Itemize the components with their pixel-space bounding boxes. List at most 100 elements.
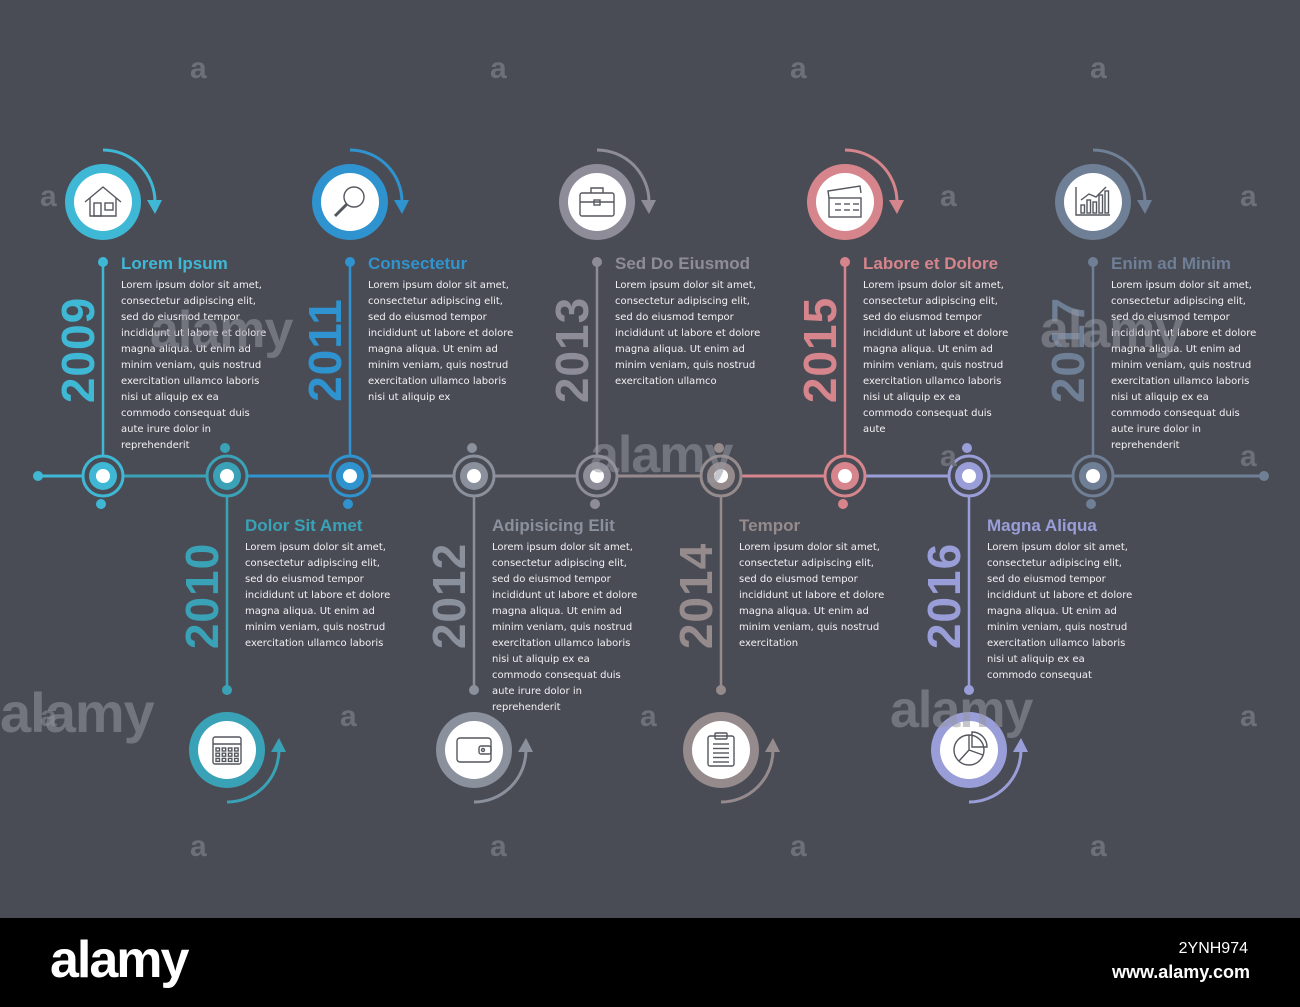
timeline-node-center [467,469,481,483]
watermark-letter: a [40,700,57,733]
footer-url: www.alamy.com [1111,962,1250,982]
timeline-diagram [33,148,1269,804]
milestone-stem-dot [840,257,850,267]
node-handle-dot [467,443,477,453]
cycle-arrow-icon [473,749,528,804]
icon-disc [445,721,503,779]
wallet-icon [456,737,492,763]
year-label: 2011 [299,298,351,402]
cycle-arrow-icon [596,148,651,203]
icon-disc [74,173,132,231]
milestone-description: Lorem ipsum dolor sit amet, consectetur … [739,542,885,649]
cycle-arrow-icon [720,749,775,804]
bar-chart-icon [1075,186,1110,216]
watermark-letter: a [1090,830,1107,863]
milestone-2015 [807,148,904,509]
year-label: 2014 [670,542,722,650]
watermark-word: alamy [890,681,1033,739]
timeline-node-center [962,469,976,483]
milestone-description: Lorem ipsum dolor sit amet, consectetur … [121,280,267,451]
year-label: 2012 [423,542,475,650]
pie-chart-icon [953,731,988,766]
watermark-word: alamy [150,301,293,359]
clipboard-icon [707,732,735,767]
watermark-letter: a [790,52,807,85]
milestone-title: Consectetur [368,254,468,273]
icon-disc [321,173,379,231]
footer-image-id: 2YNH974 [1178,940,1248,957]
icon-disc [816,173,874,231]
timeline-node-center [1086,469,1100,483]
milestone-title: Lorem Ipsum [121,254,228,273]
timeline-node-center [590,469,604,483]
milestone-stem-dot [592,257,602,267]
milestone-title: Dolor Sit Amet [245,516,363,535]
milestone-2009 [65,148,162,509]
year-label: 2009 [52,296,104,404]
timeline-node-center [220,469,234,483]
icon-disc [198,721,256,779]
timeline-start-dot [33,471,43,481]
year-label: 2016 [918,542,970,650]
arrow-head-icon [271,738,286,752]
arrow-head-icon [889,200,904,214]
arrow-head-icon [147,200,162,214]
timeline-node-center [96,469,110,483]
node-handle-dot [220,443,230,453]
year-label: 2010 [176,542,228,650]
milestone-stem-dot [222,685,232,695]
cycle-arrow-icon [844,148,899,203]
milestone-description: Lorem ipsum dolor sit amet, consectetur … [987,542,1133,681]
icon-disc [692,721,750,779]
watermark-letter: a [1090,52,1107,85]
year-label: 2013 [546,296,598,404]
node-handle-dot [96,499,106,509]
timeline-node-center [714,469,728,483]
watermark-letter: a [40,180,57,213]
watermark-word: alamy [1040,301,1183,359]
clapperboard-icon [827,185,862,218]
watermark-letter: a [1240,180,1257,213]
milestone-2017 [1055,148,1152,509]
watermark-letter: a [190,830,207,863]
milestone-2010 [189,443,286,804]
timeline-end-dot [1259,471,1269,481]
magnifier-icon [333,186,365,218]
timeline-node-center [838,469,852,483]
arrow-head-icon [1137,200,1152,214]
watermark-word: alamy [0,681,155,744]
milestone-2016 [931,443,1028,804]
milestone-2011 [312,148,409,509]
milestone-stem-dot [469,685,479,695]
arrow-head-icon [641,200,656,214]
watermark-letter: a [940,180,957,213]
milestone-stem-dot [716,685,726,695]
milestone-description: Lorem ipsum dolor sit amet, consectetur … [615,280,761,387]
node-handle-dot [590,499,600,509]
milestone-title: Enim ad Minim [1111,254,1231,273]
cycle-arrow-icon [226,749,281,804]
year-label: 2015 [794,296,846,404]
milestone-stem-dot [1088,257,1098,267]
milestone-stem-dot [98,257,108,267]
milestone-title: Labore et Dolore [863,254,999,273]
watermark-letter: a [340,700,357,733]
watermark-letter: a [1240,440,1257,473]
milestone-description: Lorem ipsum dolor sit amet, consectetur … [245,542,391,649]
milestone-stem-dot [964,685,974,695]
node-handle-dot [838,499,848,509]
watermark-letter: a [940,440,957,473]
node-handle-dot [343,499,353,509]
arrow-head-icon [394,200,409,214]
node-handle-dot [1086,499,1096,509]
watermark-word: alamy [590,426,733,484]
watermark-letter: a [1240,700,1257,733]
milestone-2013 [559,148,656,509]
